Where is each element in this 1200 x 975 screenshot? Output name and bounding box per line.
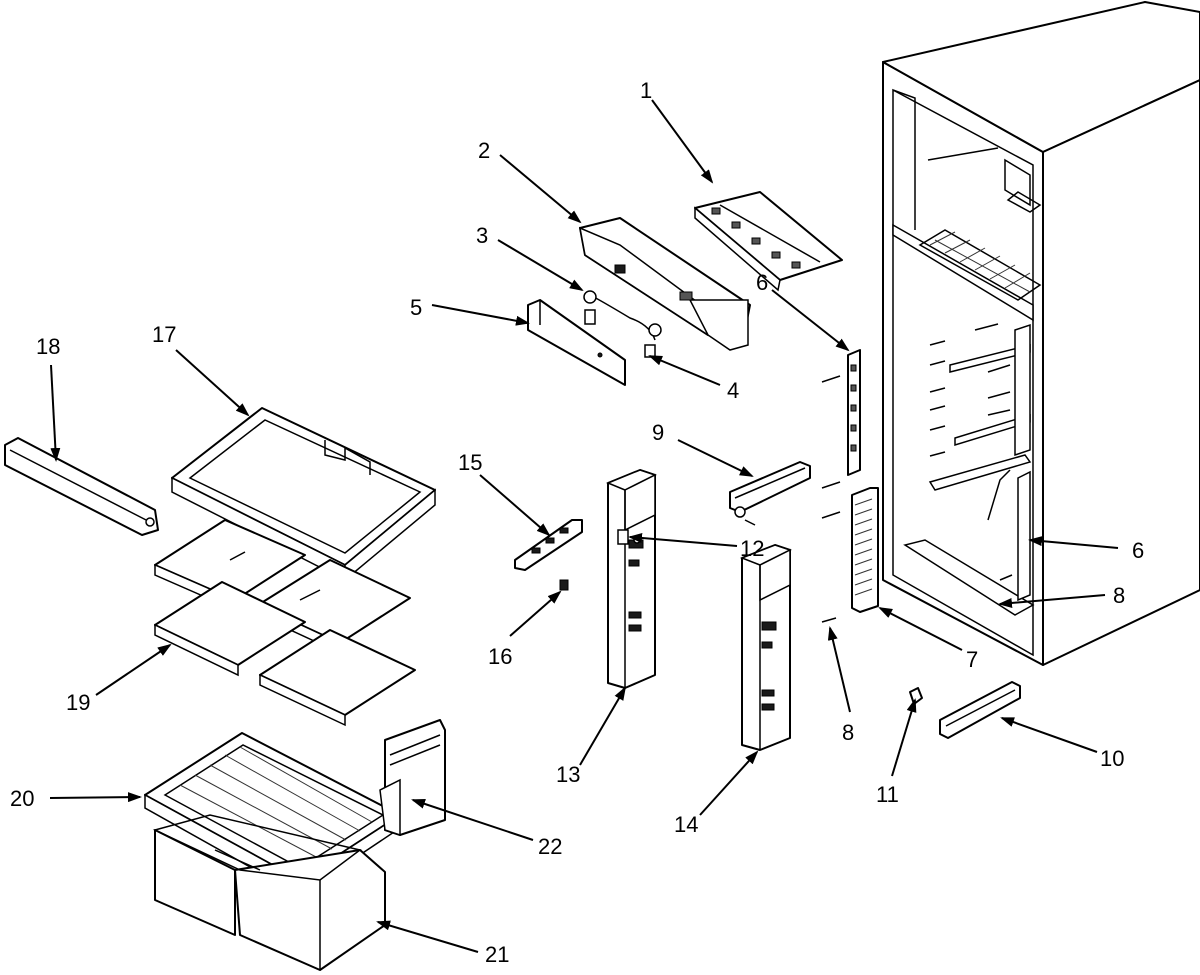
callout-17: 17 [152,322,176,347]
part-7-vent-panel [821,487,879,623]
part-18-cover-trim [4,437,159,536]
part-3-thermostat [583,290,662,358]
callout-3: 3 [476,223,488,248]
callout-10: 10 [1100,746,1124,771]
part-6-shelf-rail [821,349,861,519]
part-10-handle-trim [939,681,1021,739]
part-11-clip [909,687,923,705]
callout-8-lower: 8 [842,720,854,745]
part-5-baffle [527,299,626,386]
callout-19: 19 [66,690,90,715]
leader-arrows [49,99,1119,953]
part-19-shelf-frames [154,519,416,727]
part-21-crisper-drawers [152,814,386,971]
part-13-door-column [606,469,657,689]
callout-13: 13 [556,762,580,787]
part-22-divider [379,719,446,837]
part-15-light-cover [514,519,583,571]
callout-15: 15 [458,450,482,475]
callout-20: 20 [10,786,34,811]
callout-8-right: 8 [1113,583,1125,608]
callout-14: 14 [674,812,698,837]
refrigerator-cabinet [882,1,1200,666]
callout-21: 21 [485,942,509,967]
part-1-control-bracket [694,191,843,292]
callout-22: 22 [538,834,562,859]
part-16-light-bulb [559,579,569,591]
callout-2: 2 [478,138,490,163]
callout-9: 9 [652,420,664,445]
callout-16: 16 [488,644,512,669]
callout-labels: 1 2 3 4 5 6 6 7 8 8 9 10 11 12 13 14 15 … [10,78,1144,967]
part-2-control-housing [579,217,751,351]
callout-12: 12 [740,536,764,561]
part-14-door-column [739,544,792,751]
callout-6-upper: 6 [756,270,768,295]
callout-6-lower: 6 [1132,538,1144,563]
part-9-bracket [729,461,811,526]
callout-5: 5 [410,295,422,320]
callout-4: 4 [727,378,739,403]
callout-1: 1 [640,78,652,103]
callout-18: 18 [36,334,60,359]
callout-7: 7 [966,647,978,672]
callout-11: 11 [876,782,899,807]
